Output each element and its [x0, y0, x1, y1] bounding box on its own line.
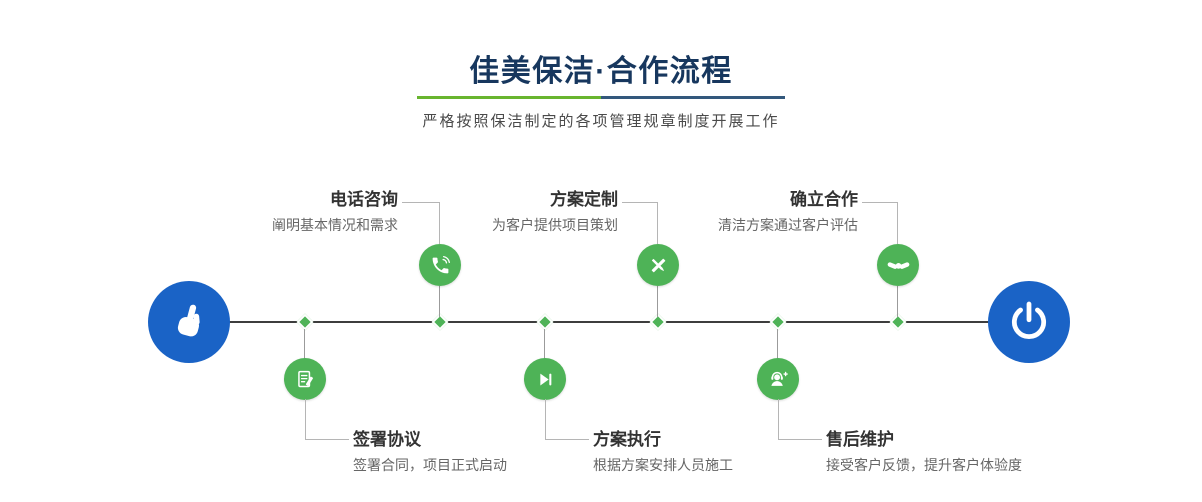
timeline-joint-diamond [536, 313, 554, 331]
step-label-aftersales: 售后维护 接受客户反馈，提升客户体验度 [826, 429, 1022, 474]
stem-line [544, 329, 545, 359]
step-title: 签署协议 [353, 430, 421, 449]
timeline-joint-diamond [649, 313, 667, 331]
step-desc: 接受客户反馈，提升客户体验度 [826, 457, 1022, 473]
timeline-start-node [148, 281, 230, 363]
stem-line [657, 286, 658, 317]
step-node-execute [524, 358, 566, 400]
step-label-execute: 方案执行 根据方案安排人员施工 [593, 429, 733, 474]
step-desc: 根据方案安排人员施工 [593, 457, 733, 473]
power-icon [1012, 301, 1046, 340]
stem-line [897, 286, 898, 317]
label-connector [622, 202, 658, 244]
phone-icon [432, 255, 450, 273]
step-node-phone [419, 244, 461, 286]
label-connector [862, 202, 898, 244]
step-title: 方案执行 [593, 430, 661, 449]
step-title: 售后维护 [826, 430, 894, 449]
step-node-contract [284, 358, 326, 400]
stem-line [304, 329, 305, 359]
step-desc: 为客户提供项目策划 [492, 217, 618, 233]
step-label-phone: 电话咨询 阐明基本情况和需求 [272, 189, 398, 234]
timeline-line [228, 321, 992, 323]
step-label-handshake: 确立合作 清洁方案通过客户评估 [718, 189, 858, 234]
step-node-design [637, 244, 679, 286]
timeline-joint-diamond [769, 313, 787, 331]
label-connector [778, 399, 822, 440]
step-label-contract: 签署协议 签署合同，项目正式启动 [353, 429, 507, 474]
customer-service-icon [771, 371, 788, 386]
stem-line [777, 329, 778, 359]
timeline-joint-diamond [431, 313, 449, 331]
divider-blue-segment [601, 96, 785, 99]
label-connector [402, 202, 440, 244]
page-title: 佳美保洁·合作流程 [469, 55, 733, 88]
timeline-joint-diamond [296, 313, 314, 331]
step-title: 电话咨询 [330, 190, 398, 209]
step-node-handshake [877, 244, 919, 286]
step-desc: 签署合同，项目正式启动 [353, 457, 507, 473]
step-label-design: 方案定制 为客户提供项目策划 [492, 189, 618, 234]
divider-green-segment [417, 96, 601, 99]
page-subtitle: 严格按照保洁制定的各项管理规章制度开展工作 [422, 113, 780, 130]
play-icon [539, 373, 551, 385]
title-divider [417, 96, 785, 99]
timeline-end-node [988, 281, 1070, 363]
label-connector [305, 399, 349, 440]
timeline-joint-diamond [889, 313, 907, 331]
step-title: 确立合作 [790, 190, 858, 209]
step-desc: 清洁方案通过客户评估 [718, 217, 858, 233]
step-desc: 阐明基本情况和需求 [272, 217, 398, 233]
contract-icon [297, 370, 313, 387]
step-title: 方案定制 [550, 190, 618, 209]
label-connector [545, 399, 589, 440]
step-node-aftersales [757, 358, 799, 400]
handshake-icon [887, 261, 909, 269]
design-tools-icon [651, 258, 665, 272]
hand-pointer-icon [177, 304, 200, 337]
stem-line [439, 286, 440, 317]
